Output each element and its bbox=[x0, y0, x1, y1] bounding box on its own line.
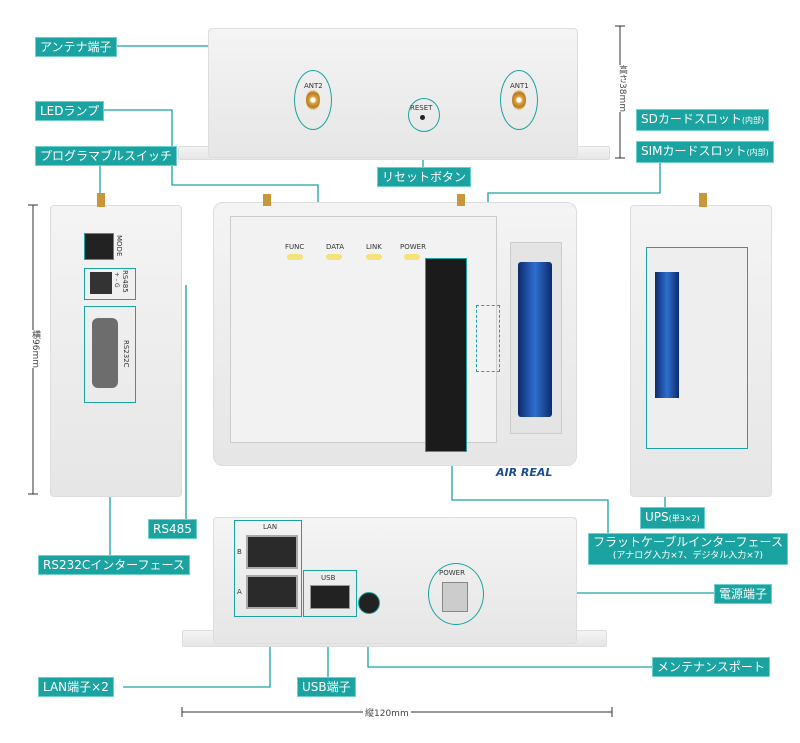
label-led: LEDランプ bbox=[35, 101, 105, 121]
antenna-stub bbox=[263, 194, 271, 206]
ant1-highlight bbox=[500, 70, 538, 130]
label-antenna: アンテナ端子 bbox=[35, 37, 117, 57]
power-port-text: POWER bbox=[439, 569, 465, 577]
label-reset: リセットボタン bbox=[377, 167, 472, 187]
sd-sim-slot-outline bbox=[476, 305, 500, 372]
dimension-length: 縦120mm bbox=[363, 706, 411, 719]
ant1-label: ANT1 bbox=[510, 82, 529, 90]
label-sim-note: (内部) bbox=[746, 148, 769, 157]
rs232c-port bbox=[92, 318, 118, 388]
reset-button[interactable] bbox=[420, 115, 425, 120]
label-flat-text: フラットケーブルインターフェース bbox=[593, 535, 783, 549]
dimension-height: 高さ38mm bbox=[614, 65, 631, 112]
antenna-stub bbox=[699, 193, 707, 207]
label-sim-text: SIMカードスロット bbox=[641, 144, 747, 158]
programmable-switch[interactable] bbox=[84, 233, 114, 260]
power-terminal bbox=[442, 582, 468, 612]
flat-cable-connector bbox=[425, 258, 467, 452]
label-sd: SDカードスロット(内部) bbox=[636, 109, 770, 131]
lan-port-a[interactable] bbox=[246, 575, 298, 609]
label-flat-cable: フラットケーブルインターフェース (アナログ入力×7、デジタル入力×7) bbox=[588, 533, 788, 565]
antenna-connector-icon bbox=[306, 90, 320, 110]
battery bbox=[518, 262, 552, 417]
label-ups-note: (単3×2) bbox=[668, 514, 700, 523]
led-power bbox=[404, 254, 420, 260]
usb-port[interactable] bbox=[310, 585, 350, 609]
rs485-pins-text: + - G bbox=[113, 272, 120, 288]
device-left-view bbox=[50, 205, 182, 497]
ant2-highlight bbox=[294, 70, 332, 130]
reset-text: RESET bbox=[410, 104, 433, 112]
label-lan: LAN端子×2 bbox=[38, 677, 114, 697]
maintenance-port[interactable] bbox=[358, 592, 380, 614]
led-func-text: FUNC bbox=[285, 243, 305, 251]
lan-port-b[interactable] bbox=[246, 535, 298, 569]
ups-battery bbox=[655, 272, 679, 398]
label-switch: プログラマブルスイッチ bbox=[35, 146, 178, 166]
label-usb: USB端子 bbox=[297, 677, 356, 697]
label-ups: UPS(単3×2) bbox=[640, 507, 705, 529]
label-power: 電源端子 bbox=[714, 584, 773, 604]
led-link bbox=[366, 254, 382, 260]
lan-highlight bbox=[234, 520, 302, 617]
led-data bbox=[326, 254, 342, 260]
label-rs232c: RS232Cインターフェース bbox=[38, 555, 190, 575]
brand-logo: AIR REAL bbox=[496, 466, 553, 479]
rs232c-highlight bbox=[84, 306, 136, 403]
rs485-terminal bbox=[90, 272, 112, 294]
power-highlight bbox=[428, 563, 484, 625]
label-sd-text: SDカードスロット bbox=[641, 112, 742, 126]
led-power-text: POWER bbox=[400, 243, 426, 251]
label-rs485: RS485 bbox=[148, 519, 197, 539]
lan-b-text: B bbox=[237, 548, 242, 556]
label-sim: SIMカードスロット(内部) bbox=[636, 141, 774, 163]
usb-text: USB bbox=[321, 574, 336, 582]
led-link-text: LINK bbox=[366, 243, 382, 251]
label-flat-note: (アナログ入力×7、デジタル入力×7) bbox=[612, 551, 764, 561]
rs485-highlight bbox=[84, 268, 136, 300]
led-func bbox=[287, 254, 303, 260]
lan-text: LAN bbox=[263, 523, 278, 531]
led-data-text: DATA bbox=[326, 243, 345, 251]
label-ups-text: UPS bbox=[645, 510, 669, 524]
antenna-connector-icon bbox=[512, 90, 526, 110]
antenna-stub bbox=[97, 193, 105, 207]
reset-highlight bbox=[408, 98, 440, 132]
rs232c-text: RS232C bbox=[122, 340, 130, 368]
dimension-width: 横96mm bbox=[27, 330, 44, 368]
label-sd-note: (内部) bbox=[741, 116, 765, 125]
rs485-text: RS485 bbox=[121, 270, 129, 293]
ant2-label: ANT2 bbox=[304, 82, 323, 90]
mode-text: MODE bbox=[115, 235, 123, 257]
usb-highlight bbox=[303, 570, 357, 617]
lan-a-text: A bbox=[237, 588, 242, 596]
antenna-stub bbox=[457, 194, 465, 206]
label-maintenance: メンテナンスポート bbox=[652, 657, 770, 677]
